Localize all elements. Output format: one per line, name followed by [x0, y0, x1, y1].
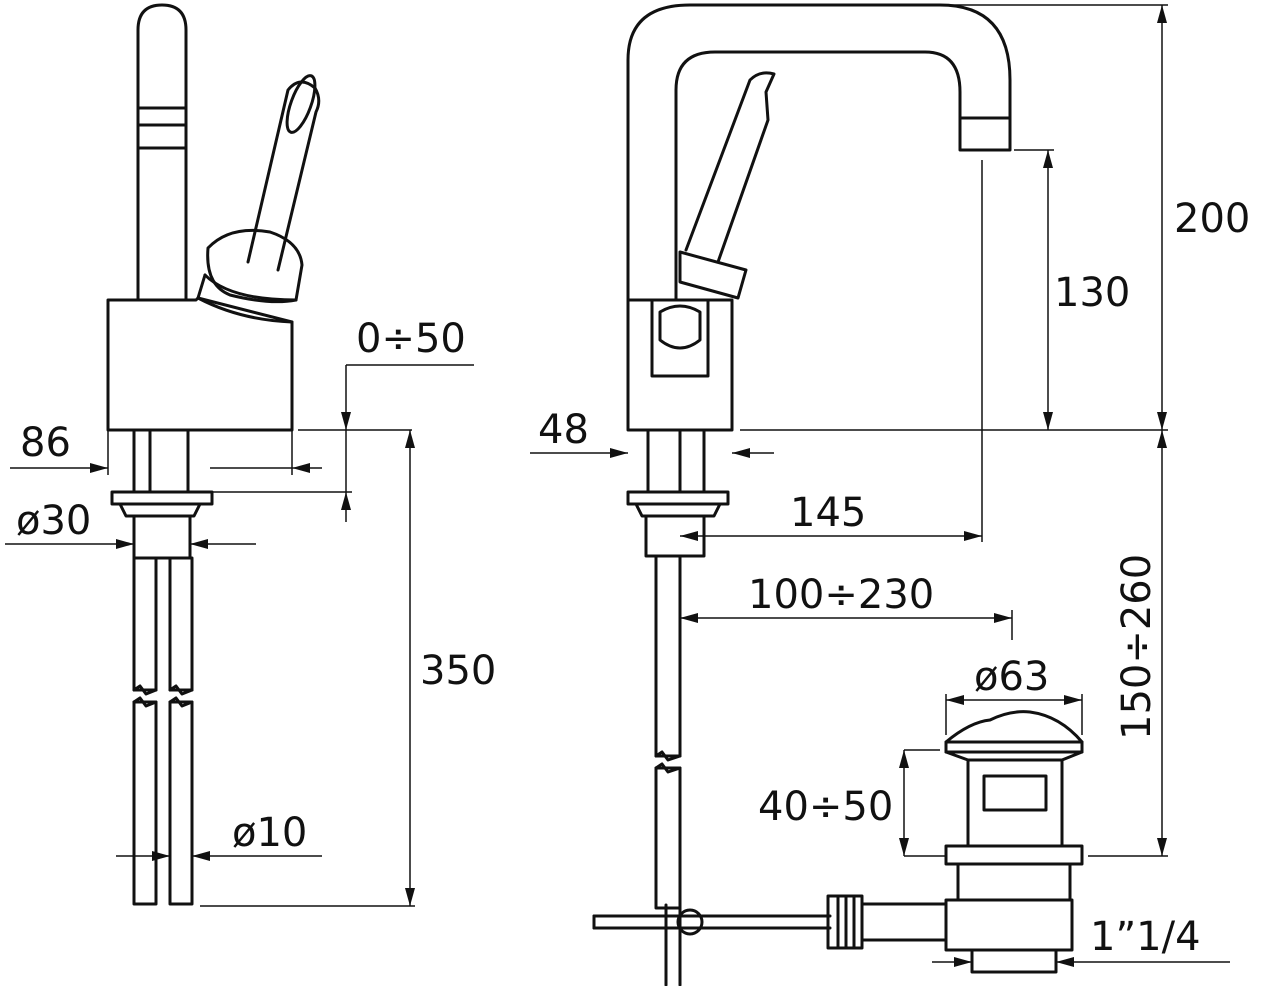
dim-150-260-label: 150÷260	[1114, 554, 1160, 740]
dim-0-50-label: 0÷50	[356, 316, 466, 362]
dim-86-label: 86	[20, 420, 71, 466]
dim-130-label: 130	[1054, 270, 1130, 316]
dim-100-230-label: 100÷230	[748, 572, 934, 618]
side-view-faucet	[106, 3, 321, 906]
dim-d30-label: ø30	[16, 498, 91, 544]
dim-1-1-4-label: 1”1/4	[1090, 914, 1201, 960]
dim-145-label: 145	[790, 490, 866, 536]
dim-d63-label: ø63	[974, 654, 1049, 700]
dim-48-label: 48	[538, 407, 589, 453]
dim-350-label: 350	[420, 648, 496, 694]
dim-d10-label: ø10	[232, 810, 307, 856]
dimension-lines-right	[530, 4, 1230, 967]
dim-200-label: 200	[1174, 196, 1250, 242]
dim-40-50-label: 40÷50	[758, 784, 893, 830]
dimension-lines-left	[5, 364, 474, 907]
